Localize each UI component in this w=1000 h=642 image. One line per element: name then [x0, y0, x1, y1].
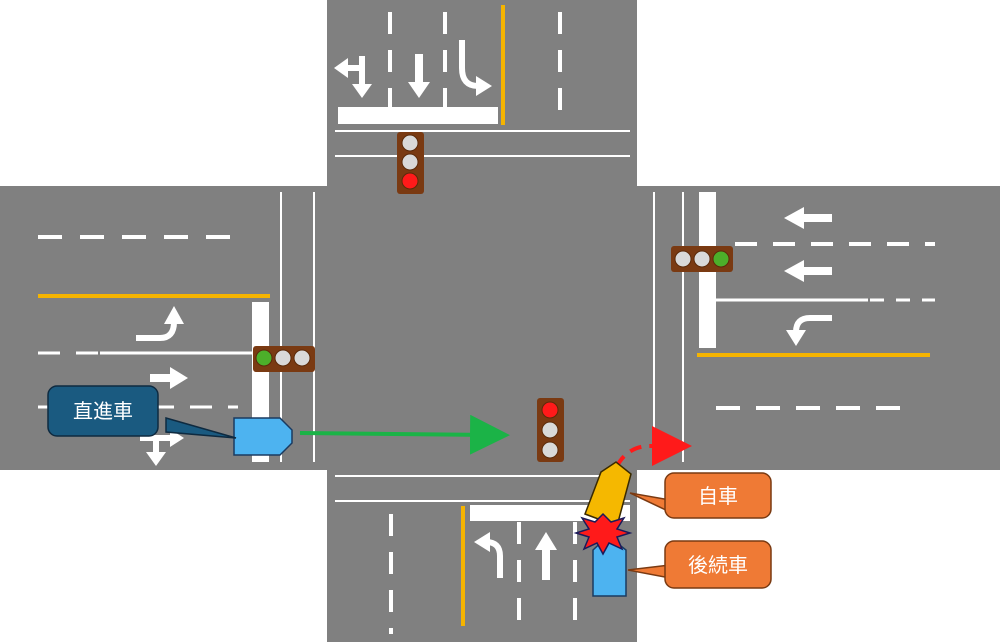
signal-lamp: [401, 172, 419, 190]
signal-lamp: [541, 401, 559, 419]
own-car-label-text: 自車: [698, 484, 738, 508]
straight-car: [233, 417, 293, 456]
signal-lamp: [401, 134, 419, 152]
north-road-markings: [335, 5, 630, 157]
following-car-label-text: 後続車: [688, 553, 748, 577]
straight-car-path-arrow: [299, 414, 510, 455]
signal-lamp: [401, 153, 419, 171]
collision-burst-icon: [573, 512, 633, 556]
traffic-signal-east: [671, 246, 733, 272]
east-lane-arrows: [784, 207, 832, 346]
traffic-signal-center: [537, 398, 564, 462]
signal-lamp: [541, 421, 559, 439]
traffic-signal-north: [397, 132, 424, 194]
east-road-markings: [653, 192, 935, 462]
straight-car-label-text: 直進車: [73, 399, 133, 423]
south-lane-arrows: [474, 532, 557, 580]
signal-lamp: [274, 349, 292, 367]
signal-lamp: [712, 250, 730, 268]
following-car-label: 後続車: [627, 540, 772, 589]
own-car-turn-path-arrow: [615, 426, 692, 468]
signal-lamp: [255, 349, 273, 367]
straight-car-label: 直進車: [47, 385, 237, 439]
traffic-signal-west: [253, 346, 315, 372]
signal-lamp: [674, 250, 692, 268]
signal-lamp: [541, 441, 559, 459]
signal-lamp: [693, 250, 711, 268]
signal-lamp: [293, 349, 311, 367]
own-car-label: 自車: [629, 472, 772, 519]
north-lane-arrows: [334, 40, 492, 98]
west-lane-arrows: [136, 306, 188, 466]
